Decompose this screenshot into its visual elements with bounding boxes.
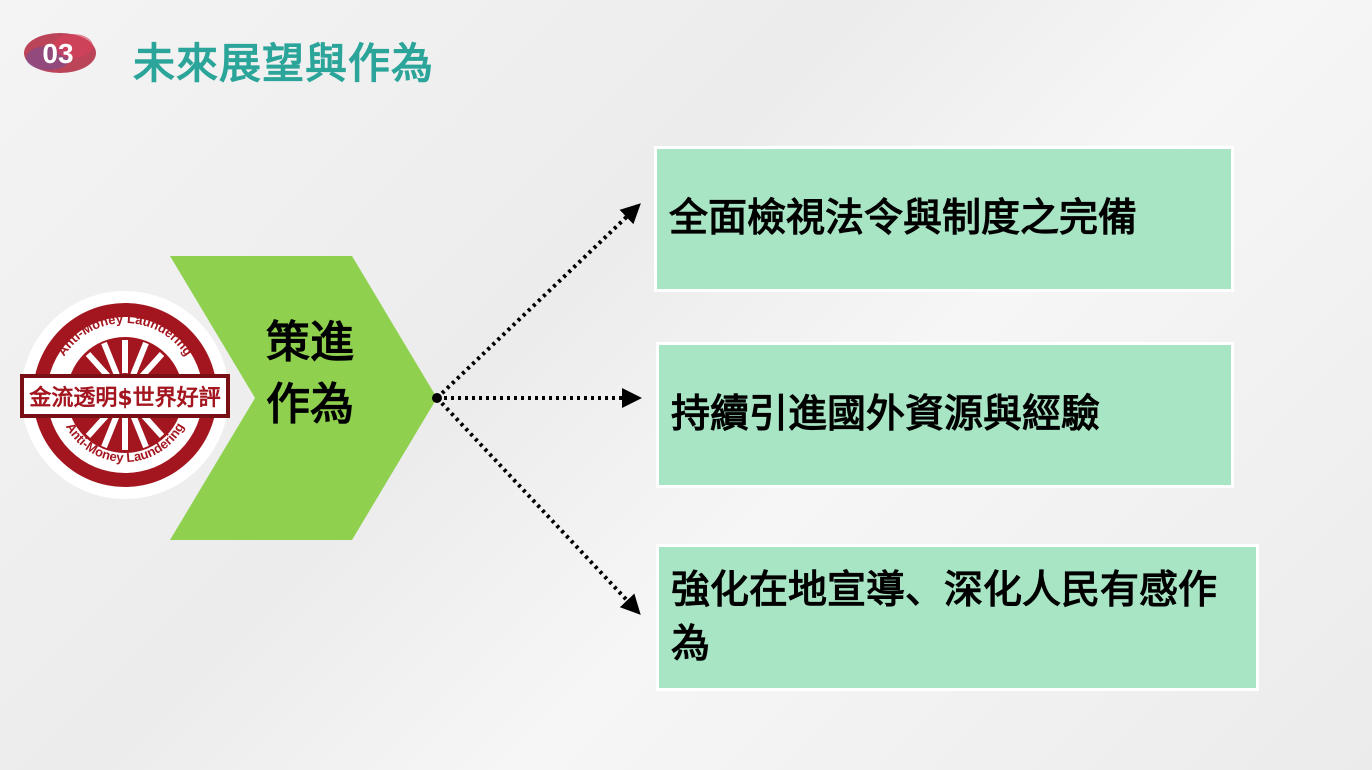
strategy-text: 強化在地宣導、深化人民有感作為 xyxy=(671,567,1218,667)
arrow-1 xyxy=(435,203,641,400)
section-number-badge: 03 xyxy=(24,33,96,73)
strategy-box-2: 持續引進國外資源與經驗 xyxy=(656,342,1234,488)
svg-text:金流透明$世界好評: 金流透明$世界好評 xyxy=(28,385,220,411)
chevron-shape xyxy=(170,256,437,540)
svg-text:03: 03 xyxy=(42,38,73,69)
strategy-text: 全面檢視法令與制度之完備 xyxy=(669,196,1138,241)
strategy-box-3: 強化在地宣導、深化人民有感作為 xyxy=(656,544,1259,691)
center-label-line2: 作為 xyxy=(266,379,354,430)
anti-money-laundering-logo: Anti-Money Laundering Anti-Money Launder… xyxy=(20,291,230,499)
page-title: 未來展望與作為 xyxy=(133,39,435,88)
center-label-line1: 策進 xyxy=(266,317,354,368)
strategy-box-1: 全面檢視法令與制度之完備 xyxy=(654,146,1234,292)
strategy-text: 持續引進國外資源與經驗 xyxy=(671,392,1101,437)
arrow-3 xyxy=(435,396,641,615)
center-label: 策進 作為 xyxy=(255,312,365,436)
